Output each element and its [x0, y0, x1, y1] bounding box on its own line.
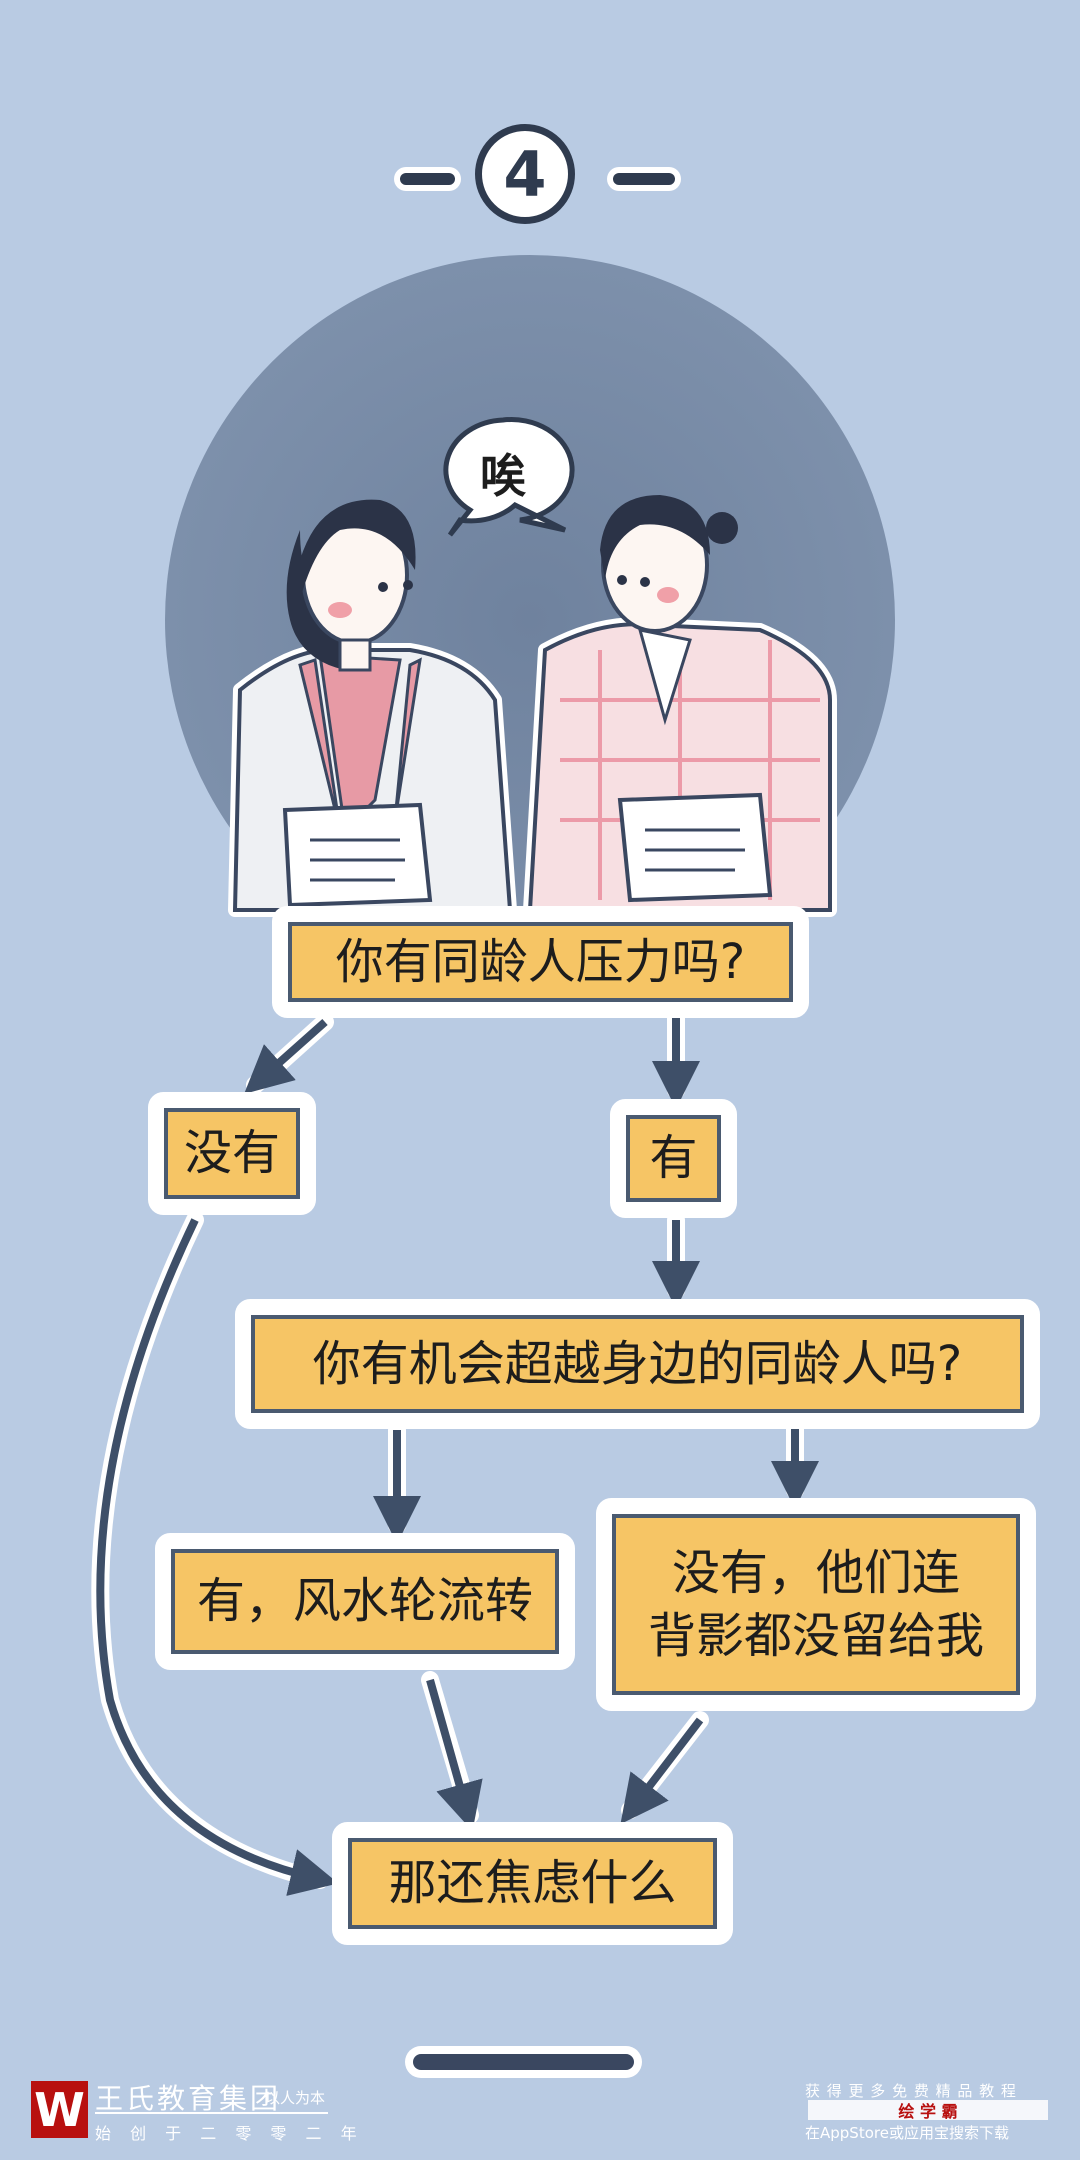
dash-left	[400, 173, 455, 185]
conclusion-text: 那还焦虑什么	[388, 1855, 677, 1912]
question-box-2: 你有机会超越身边的同龄人吗?	[245, 1309, 1030, 1419]
brand-name: 王氏教育集团	[95, 2082, 282, 2115]
speech-text: 唉	[480, 449, 527, 503]
brand-slogan: 以人为本	[265, 2089, 326, 2107]
brand-logo: W	[31, 2081, 88, 2138]
brand-divider	[95, 2112, 328, 2114]
answer-no2-line1: 没有，他们连	[671, 1545, 960, 1602]
question-box-1: 你有同龄人压力吗?	[282, 916, 799, 1008]
answer-yes-text: 有	[649, 1130, 698, 1187]
download-text: 在AppStore或应用宝搜索下载	[805, 2124, 1009, 2142]
promo-text: 获 得 更 多 免 费 精 品 教 程	[805, 2082, 1017, 2100]
question-1-text: 你有同龄人压力吗?	[335, 933, 746, 990]
two-women-illustration: 唉	[228, 417, 837, 917]
app-name-bar: 绘 学 霸	[808, 2100, 1048, 2121]
step-number: 4	[475, 124, 575, 224]
answer-no-box: 没有	[158, 1102, 306, 1205]
answer-yes-box: 有	[620, 1109, 727, 1208]
question-2-text: 你有机会超越身边的同龄人吗?	[312, 1335, 963, 1392]
answer-yes2-text: 有，风水轮流转	[196, 1573, 533, 1630]
dash-right	[613, 173, 675, 185]
speech-bubble	[443, 417, 575, 537]
answer-yes2-box: 有，风水轮流转	[165, 1543, 565, 1660]
brand-founded: 始 创 于 二 零 零 二 年	[95, 2124, 364, 2143]
bottom-bar	[413, 2054, 634, 2070]
answer-no-text: 没有	[183, 1125, 280, 1182]
answer-no2-line2: 背影都没留给我	[647, 1607, 984, 1664]
step-number-text: 4	[503, 137, 547, 211]
conclusion-box: 那还焦虑什么	[342, 1832, 723, 1935]
answer-no2-box: 没有，他们连背影都没留给我	[606, 1508, 1026, 1701]
app-name: 绘 学 霸	[898, 2102, 958, 2121]
